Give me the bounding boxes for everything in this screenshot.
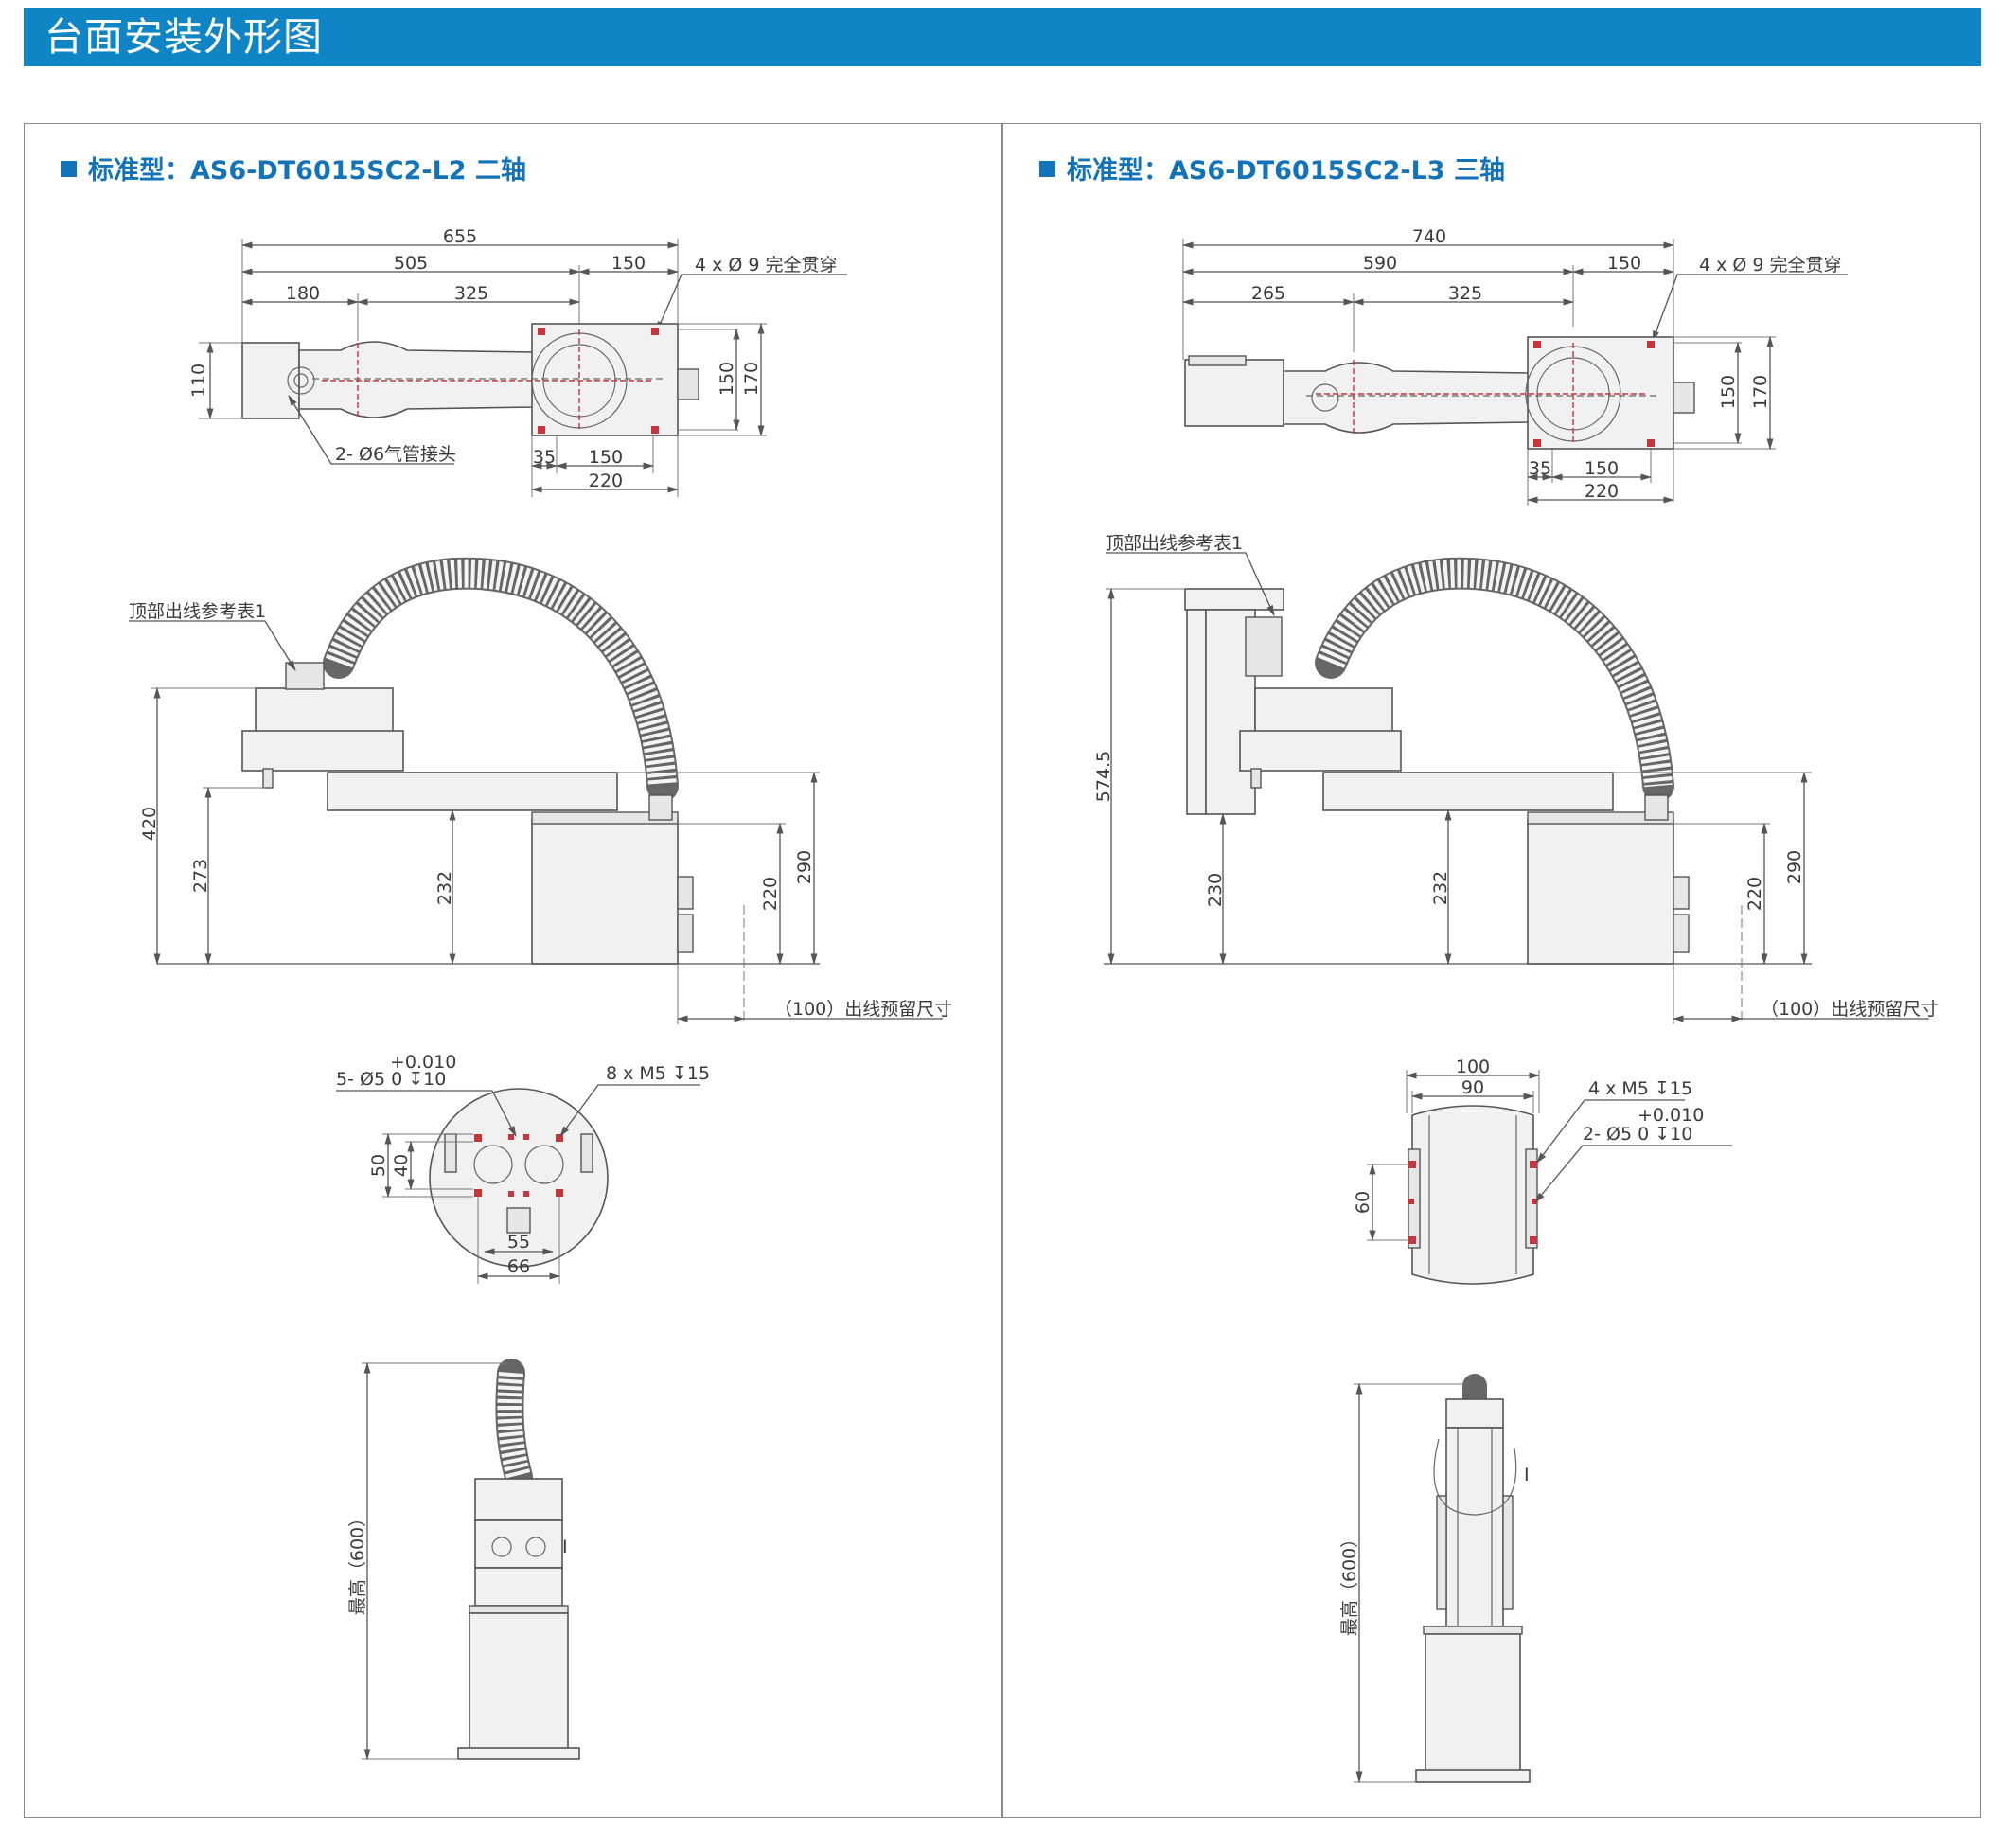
- left-panel-title: 标准型：AS6-DT6015SC2-L2 二轴: [61, 150, 526, 187]
- dim-100: 100: [1456, 1057, 1490, 1077]
- dim-265: 265: [1251, 283, 1285, 304]
- dim-66: 66: [507, 1256, 530, 1277]
- panel-divider: [1001, 123, 1003, 1818]
- dim-290: 290: [1784, 850, 1805, 884]
- thread-note: 4 x M5 ↧15: [1588, 1078, 1692, 1099]
- section-header: 台面安装外形图: [24, 8, 1981, 66]
- dim-180: 180: [286, 283, 320, 304]
- right-side-view: 顶部出线参考表1 574.5 230 232 220 290 （100）出线预留…: [1093, 533, 1939, 1024]
- dim-150-vertical: 150: [717, 362, 737, 396]
- tolerance-label: +0.010: [390, 1052, 456, 1073]
- bullet-square-icon: [61, 161, 77, 177]
- left-flange-view: +0.010 5- Ø5 0 ↧10 8 x M5 ↧15 50 40 55 6…: [336, 1052, 710, 1284]
- dim-325: 325: [1448, 283, 1482, 304]
- hole-note: 4 x Ø 9 完全贯穿: [695, 255, 838, 275]
- dim-290: 290: [794, 850, 815, 884]
- dim-50: 50: [368, 1154, 389, 1177]
- dim-740: 740: [1412, 226, 1446, 247]
- cable-reserve-note: （100）出线预留尺寸: [1761, 999, 1939, 1020]
- dim-232: 232: [1430, 871, 1451, 905]
- dim-60: 60: [1353, 1191, 1373, 1214]
- dim-35: 35: [1529, 458, 1551, 479]
- air-fitting-note: 2- Ø6气管接头: [335, 444, 456, 465]
- dim-325: 325: [454, 283, 488, 304]
- dim-230: 230: [1205, 873, 1226, 907]
- dim-150-vertical: 150: [1718, 375, 1739, 409]
- bullet-square-icon: [1039, 161, 1055, 177]
- dim-220: 220: [1585, 481, 1619, 502]
- dim-170-vertical: 170: [1750, 375, 1771, 409]
- dim-420: 420: [139, 807, 160, 841]
- cable-reserve-note: （100）出线预留尺寸: [774, 999, 952, 1020]
- dim-35: 35: [533, 447, 556, 468]
- dim-220-height: 220: [1744, 877, 1765, 911]
- left-side-view: 顶部出线参考表1 420 273 232 220 290 （100）出线预留尺寸: [129, 557, 952, 1024]
- dim-273: 273: [190, 859, 211, 893]
- view-mark: I: [1524, 1465, 1530, 1485]
- dim-655: 655: [443, 226, 477, 247]
- ref-table-note: 顶部出线参考表1: [129, 601, 266, 622]
- left-top-view: 655 505 150 180 325 4 x Ø 9 完全贯穿: [188, 226, 847, 497]
- dim-40: 40: [391, 1154, 412, 1177]
- pin-hole-note: 5- Ø5 0 ↧10: [336, 1069, 446, 1090]
- left-front-view: I 最高（600）: [347, 1359, 580, 1761]
- right-front-view: I 最高（600）: [1339, 1374, 1531, 1784]
- ref-table-note: 顶部出线参考表1: [1106, 533, 1243, 554]
- view-mark: I: [562, 1537, 568, 1557]
- right-flange-view: 100 90 4 x M5 ↧15 +0.010 2- Ø5 0 ↧10 60: [1353, 1057, 1732, 1285]
- hole-note: 4 x Ø 9 完全贯穿: [1699, 255, 1842, 275]
- dim-220-height: 220: [760, 877, 781, 911]
- dim-574-5: 574.5: [1093, 751, 1114, 802]
- dim-232: 232: [434, 871, 455, 905]
- left-panel-title-text: 标准型：AS6-DT6015SC2-L2 二轴: [88, 156, 526, 186]
- dim-150-bottom: 150: [1585, 458, 1619, 479]
- dim-55: 55: [507, 1232, 530, 1253]
- dim-110: 110: [188, 364, 209, 398]
- max-height-note: 最高（600）: [1339, 1530, 1360, 1636]
- pin-hole-note: 2- Ø5 0 ↧10: [1583, 1124, 1692, 1145]
- dim-590: 590: [1363, 253, 1397, 274]
- right-panel-title-text: 标准型：AS6-DT6015SC2-L3 三轴: [1067, 156, 1505, 186]
- dim-505: 505: [394, 253, 428, 274]
- dim-150-bottom: 150: [589, 447, 623, 468]
- right-panel-title: 标准型：AS6-DT6015SC2-L3 三轴: [1039, 150, 1505, 187]
- right-top-view: 740 590 150 265 325 4 x Ø 9 完全贯穿 150: [1181, 226, 1848, 506]
- dim-150: 150: [1607, 253, 1641, 274]
- dim-150: 150: [611, 253, 646, 274]
- dim-220: 220: [589, 471, 623, 491]
- section-title: 台面安装外形图: [44, 14, 323, 60]
- dim-90: 90: [1461, 1077, 1484, 1098]
- max-height-note: 最高（600）: [347, 1509, 368, 1615]
- tolerance-label: +0.010: [1638, 1105, 1704, 1126]
- thread-note: 8 x M5 ↧15: [606, 1063, 710, 1084]
- dim-170-vertical: 170: [741, 362, 762, 396]
